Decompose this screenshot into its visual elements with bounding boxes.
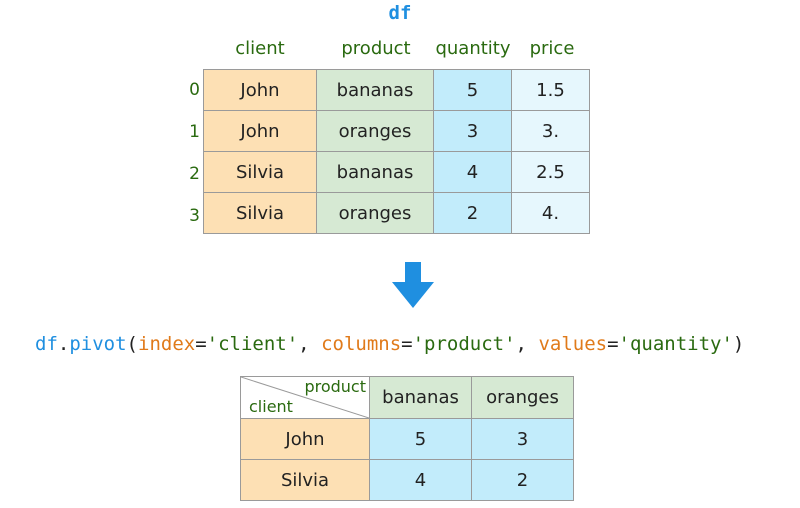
cell-client: John — [203, 69, 317, 111]
table-row: John bananas 5 1.5 — [203, 69, 590, 111]
code-function: pivot — [69, 333, 127, 355]
table-row: Silvia oranges 2 4. — [203, 192, 590, 234]
code-value-quantity: 'quantity' — [618, 333, 733, 355]
row-index-1: 1 — [189, 122, 200, 142]
column-header-price: price — [529, 38, 575, 59]
cell-product: bananas — [316, 151, 434, 193]
pivot-index-label: client — [249, 397, 293, 416]
cell-price: 2.5 — [511, 151, 590, 193]
code-paren-open: ( — [126, 333, 138, 355]
cell-client: John — [203, 110, 317, 152]
diagonal-divider — [241, 377, 369, 418]
table-row: John oranges 3 3. — [203, 110, 590, 152]
pivot-value-cell: 4 — [369, 459, 472, 501]
table-row: Silvia bananas 4 2.5 — [203, 151, 590, 193]
code-value-product: 'product' — [412, 333, 516, 355]
pivot-table: product client bananas oranges John 5 3 … — [240, 376, 574, 501]
code-arg-columns: columns — [321, 333, 402, 355]
pivot-row-header: Silvia — [240, 459, 370, 501]
down-arrow-icon — [392, 262, 434, 308]
cell-quantity: 3 — [433, 110, 512, 152]
pivot-row-header: John — [240, 418, 370, 460]
code-separator: , — [298, 333, 322, 355]
pivot-code-line: df.pivot(index='client', columns='produc… — [35, 333, 744, 355]
column-header-product: product — [341, 38, 411, 59]
code-equals: = — [401, 333, 413, 355]
pivot-header-row: product client bananas oranges — [240, 376, 574, 419]
row-index-3: 3 — [189, 206, 200, 226]
pivot-corner-cell: product client — [240, 376, 370, 419]
code-dot: . — [57, 333, 70, 355]
pivot-value-cell: 2 — [471, 459, 574, 501]
code-value-client: 'client' — [206, 333, 299, 355]
pivot-column-header: bananas — [369, 376, 472, 419]
cell-quantity: 2 — [433, 192, 512, 234]
column-header-client: client — [235, 38, 285, 59]
code-equals: = — [607, 333, 619, 355]
pivot-value-cell: 5 — [369, 418, 472, 460]
cell-quantity: 4 — [433, 151, 512, 193]
cell-product: oranges — [316, 110, 434, 152]
code-arg-values: values — [538, 333, 608, 355]
code-separator: , — [515, 333, 539, 355]
dataframe-table: John bananas 5 1.5 John oranges 3 3. Sil… — [203, 69, 590, 234]
row-index-0: 0 — [189, 80, 200, 100]
df-title: df — [388, 2, 412, 24]
cell-quantity: 5 — [433, 69, 512, 111]
code-arg-index: index — [138, 333, 196, 355]
code-object: df — [35, 333, 58, 355]
cell-client: Silvia — [203, 192, 317, 234]
code-equals: = — [195, 333, 207, 355]
column-header-quantity: quantity — [435, 38, 511, 59]
pivot-column-header: oranges — [471, 376, 574, 419]
cell-product: bananas — [316, 69, 434, 111]
code-paren-close: ) — [732, 333, 745, 355]
table-row: Silvia 4 2 — [240, 459, 574, 501]
row-index-2: 2 — [189, 164, 200, 184]
cell-price: 1.5 — [511, 69, 590, 111]
table-row: John 5 3 — [240, 418, 574, 460]
pivot-columns-label: product — [304, 377, 366, 396]
cell-product: oranges — [316, 192, 434, 234]
cell-price: 4. — [511, 192, 590, 234]
cell-price: 3. — [511, 110, 590, 152]
cell-client: Silvia — [203, 151, 317, 193]
pivot-value-cell: 3 — [471, 418, 574, 460]
